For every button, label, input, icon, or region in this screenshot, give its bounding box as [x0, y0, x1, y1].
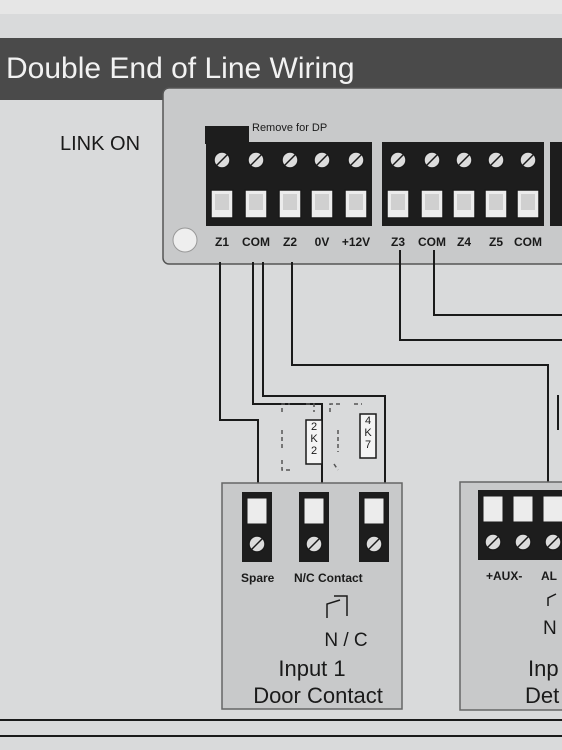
panel-terminal-label: Z1	[215, 235, 229, 249]
input2-aux-label: +AUX-	[486, 569, 522, 583]
panel-terminal-labels: Z1 COM Z2 0V +12V Z3 COM Z4 Z5 COM	[215, 235, 542, 249]
terminal-block-cropped	[550, 142, 562, 226]
page-title: Double End of Line Wiring	[6, 52, 355, 85]
panel-terminal-blocks	[206, 142, 562, 226]
wire-com-b	[262, 262, 386, 492]
resistor-4k7-body	[359, 413, 377, 459]
jumper-note: Remove for DP	[252, 122, 327, 134]
panel-terminal-label: Z2	[283, 235, 297, 249]
input1-spare-label: Spare	[241, 571, 275, 585]
nc-contact-symbol-icon	[326, 595, 348, 618]
top-strip	[0, 0, 562, 14]
input1-subtitle: Door Contact	[253, 683, 383, 708]
contact-symbol-icon	[547, 593, 557, 606]
input1-terminals	[242, 492, 389, 562]
wires	[219, 250, 562, 492]
wire-z1	[219, 262, 259, 492]
wire-com-c	[433, 250, 562, 316]
input1-contact-type: N / C	[324, 630, 367, 651]
input1-nc-contact-label: N/C Contact	[294, 571, 363, 585]
link-on-label: LINK ON	[60, 133, 140, 155]
panel-terminal-label: COM	[514, 235, 542, 249]
panel-terminal-label: +12V	[342, 235, 370, 249]
link-jumper	[205, 126, 249, 144]
wire-z3	[399, 250, 562, 341]
resistor-2k2-body	[305, 419, 323, 465]
panel-terminal-label: COM	[418, 235, 446, 249]
input2-title: Inp	[528, 656, 559, 681]
input2-subtitle: Det	[525, 683, 559, 708]
mounting-hole	[172, 227, 198, 253]
wire-z2	[291, 262, 549, 490]
panel-terminal-label: COM	[242, 235, 270, 249]
input1-title: Input 1	[278, 656, 345, 681]
input2-contact-type: N	[543, 618, 557, 639]
panel-terminal-label: Z5	[489, 235, 503, 249]
panel-terminal-label: Z4	[457, 235, 471, 249]
panel-terminal-label: Z3	[391, 235, 405, 249]
panel-terminal-label: 0V	[315, 235, 330, 249]
input2-al-label: AL	[541, 569, 557, 583]
input2-terminals	[478, 490, 562, 560]
